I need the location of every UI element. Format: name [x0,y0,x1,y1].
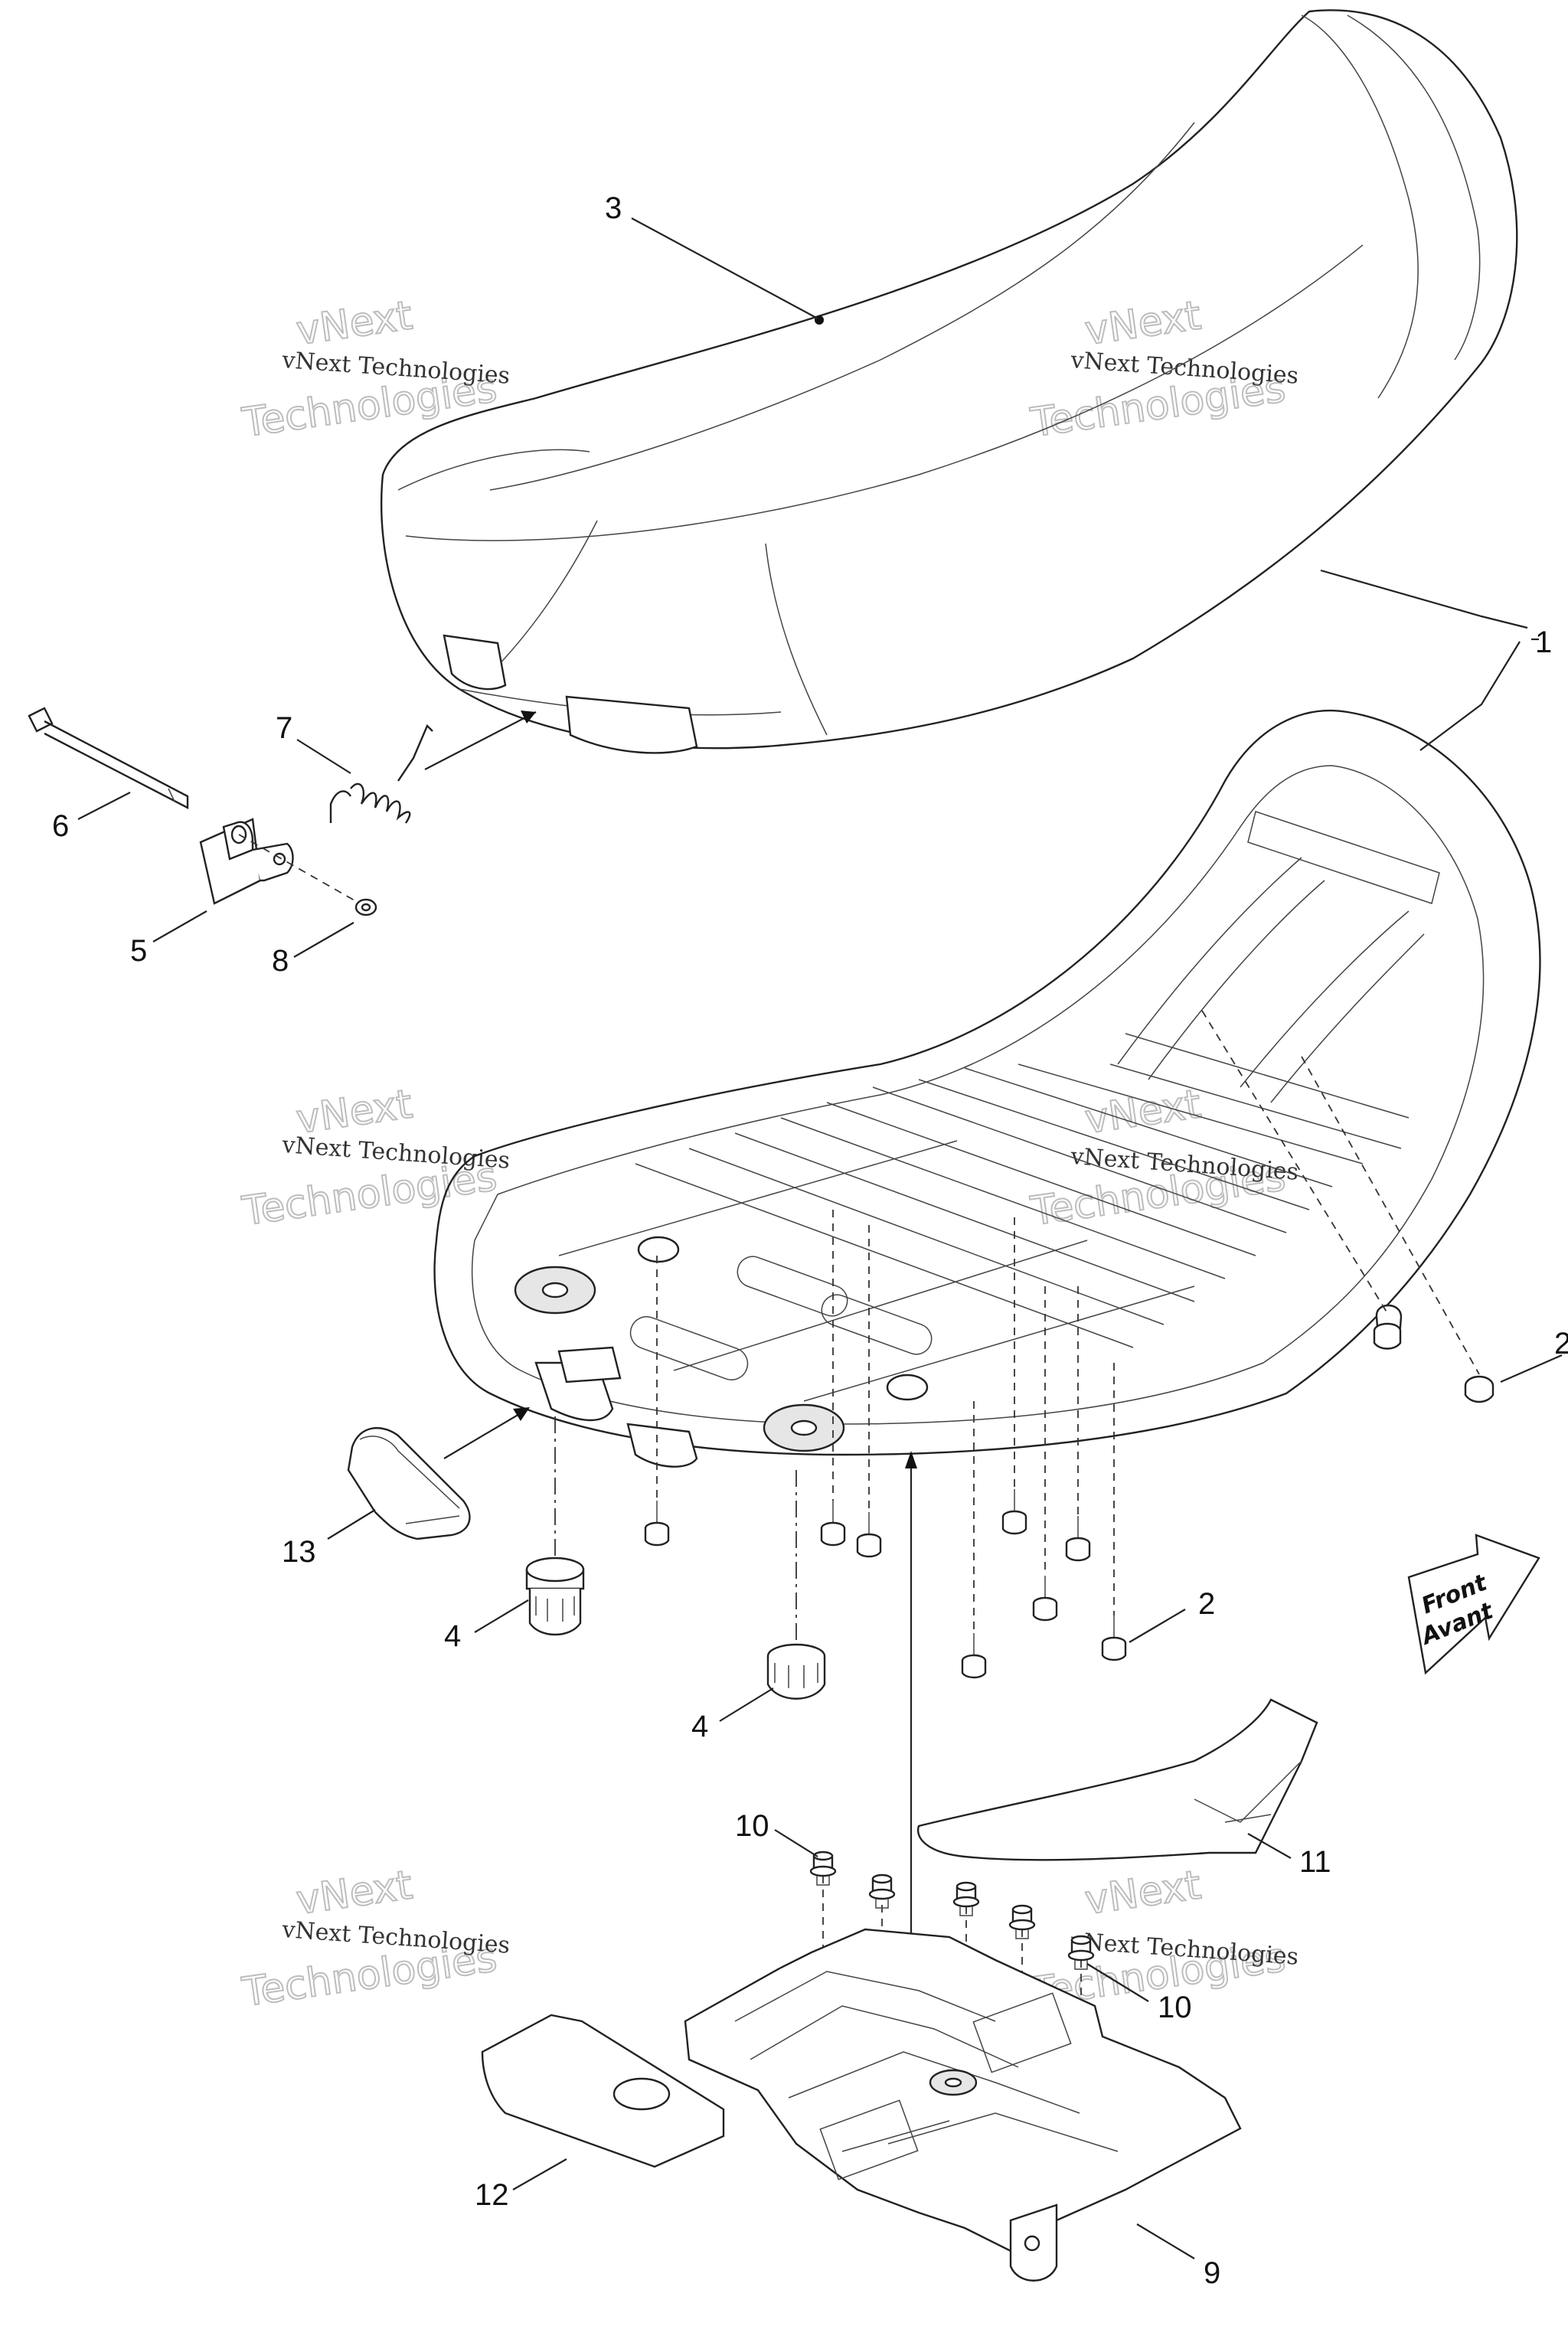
rubber-foot [961,1633,987,1679]
rubber-foot [1032,1576,1058,1622]
callout-6: 6 [52,809,69,843]
callout-8: 8 [272,944,289,978]
callout-12: 12 [475,2178,509,2212]
callout-13: 13 [282,1535,316,1569]
arrow-head [905,1451,917,1468]
bolt-axis-line [238,834,361,904]
rubber-foot [1065,1516,1091,1562]
nut-4b [766,1643,826,1700]
callout-labels: 3 1 2 7 6 5 8 13 4 4 2 10 10 11 12 9 [52,191,1568,2290]
callout-5: 5 [130,934,147,968]
bolt-6 [28,707,189,809]
assembly-arrow-bumper [443,1408,529,1459]
callout-2: 2 [1198,1587,1215,1621]
callout-4a: 4 [444,1619,461,1653]
flange-nut [809,1851,837,1886]
watermark-mid-right: vNext Technologies vNext Technologies [1027,1080,1299,1236]
flange-nut [1067,1935,1095,1970]
flange-nut [868,1873,896,1909]
washer-8 [354,898,377,916]
rubber-foot [1001,1489,1027,1535]
watermark-mid-left: vNext Technologies vNext Technologies [238,1080,511,1236]
watermark-top-left: vNext Technologies vNext Technologies [238,292,511,447]
trim-11 [916,1698,1318,1861]
rubber-foot [644,1501,670,1547]
spring-7 [329,724,433,824]
flange-nut [1008,1904,1036,1939]
assembly-arrow-spring [424,711,537,770]
rubber-foot [1464,1375,1494,1403]
callout-2-right: 2 [1554,1327,1568,1361]
watermark-big-1: vNext [1082,1862,1204,1924]
watermark-big-1: vNext [293,292,415,354]
watermark-big-1: vNext [1082,292,1204,354]
skid-plate-9 [684,1928,1242,2282]
watermark-big-1: vNext [293,1862,415,1924]
projection-lines [554,1010,1480,2159]
rear-bumper-13 [347,1426,471,1540]
callout-4b: 4 [691,1710,708,1743]
arrow-head [521,710,536,724]
rubber-foot [1373,1322,1402,1350]
watermark-low-left: vNext Technologies vNext Technologies [238,1861,511,2017]
nut-4a [525,1557,585,1636]
pad-12 [481,2014,725,2168]
fasteners-10 [809,1851,1095,1970]
callout-10-bottom: 10 [1158,1991,1192,2024]
flange-nut [952,1881,980,1916]
callout-3: 3 [605,191,622,225]
callout-9: 9 [1204,2256,1220,2290]
seat-base-pan [433,709,1541,1468]
watermark-top-right: vNext Technologies vNext Technologies [1027,292,1299,447]
leader-lines [77,217,1563,2259]
callout-1: 1 [1535,626,1552,659]
seat-cushion [380,9,1518,754]
callout-11: 11 [1299,1845,1331,1879]
rubber-foot [820,1501,846,1547]
front-direction-arrow: Front Avant [1407,1534,1540,1675]
rubber-foot [856,1512,882,1558]
arrow-head [513,1407,530,1421]
rubber-feet-group [644,1322,1494,1679]
rubber-foot [1101,1615,1127,1661]
callout-10-top: 10 [735,1809,769,1843]
callout-7: 7 [276,711,292,745]
bracket-5 [199,818,294,905]
